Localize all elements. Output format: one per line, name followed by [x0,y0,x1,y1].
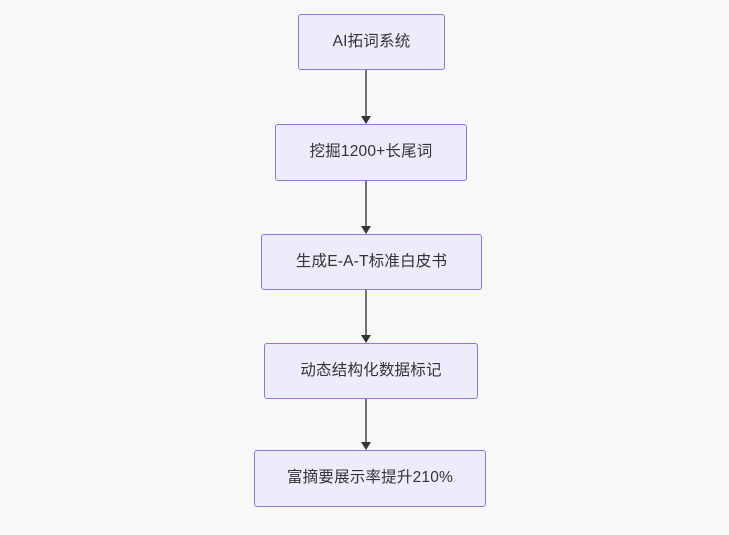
edge-line [365,399,367,442]
flow-node-label: 挖掘1200+长尾词 [309,143,433,161]
flow-node-rich-snippet-result[interactable]: 富摘要展示率提升210% [254,450,486,507]
arrowhead-icon [361,116,371,124]
edge-line [365,181,367,226]
flow-node-label: 生成E-A-T标准白皮书 [295,252,448,270]
edge-line [365,70,367,116]
flow-node-eat-whitepaper[interactable]: 生成E-A-T标准白皮书 [261,234,482,290]
flow-node-ai-keyword-system[interactable]: AI拓词系统 [298,14,445,70]
flow-node-structured-data-markup[interactable]: 动态结构化数据标记 [264,343,478,399]
flow-edge-n4-n5 [361,399,371,450]
flow-node-label: 动态结构化数据标记 [300,361,442,379]
flow-edge-n2-n3 [361,181,371,234]
edge-line [365,290,367,335]
arrowhead-icon [361,442,371,450]
flow-node-label: AI拓词系统 [332,32,411,50]
flow-node-label: 富摘要展示率提升210% [286,469,454,487]
flow-edge-n3-n4 [361,290,371,343]
flow-edge-n1-n2 [361,70,371,124]
arrowhead-icon [361,335,371,343]
arrowhead-icon [361,226,371,234]
flow-node-longtail-keywords[interactable]: 挖掘1200+长尾词 [275,124,467,181]
